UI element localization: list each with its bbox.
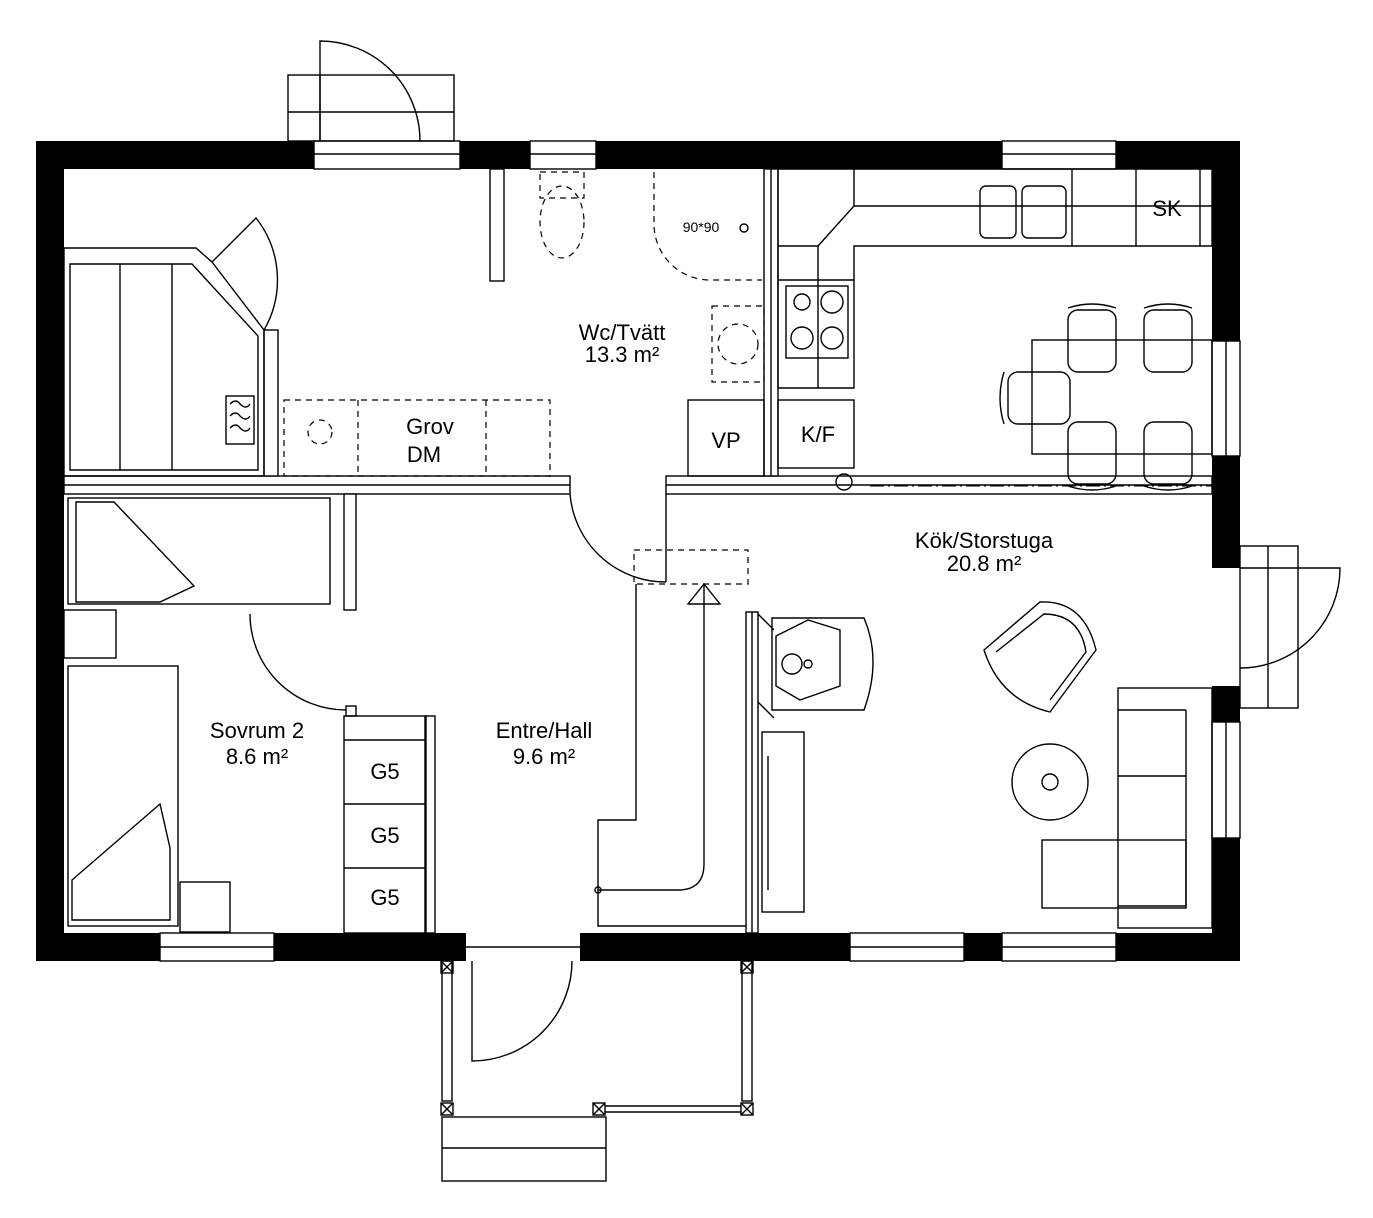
bedroom-furniture: [63, 497, 357, 933]
kitchen-room-area: 20.8 m²: [947, 551, 1022, 576]
bed-icon: [67, 497, 331, 605]
front-porch: [440, 946, 754, 1182]
shower-icon: [653, 172, 762, 281]
vp-unit: [687, 399, 765, 477]
kf-unit: [777, 399, 855, 469]
hall-room-name: Entre/Hall: [496, 718, 593, 743]
wc-fixtures: [539, 171, 765, 383]
kitchen-room-name: Kök/Storstuga: [915, 528, 1054, 553]
interior-walls: [63, 168, 1213, 934]
wardrobe-label: G5: [370, 823, 399, 848]
sk-label: SK: [1152, 196, 1182, 221]
sink-icon: [979, 185, 1017, 239]
shower-size-label: 90*90: [683, 219, 720, 235]
grov-label: Grov: [406, 414, 454, 439]
stove-icon: [785, 285, 849, 359]
hall-room-area: 9.6 m²: [513, 744, 575, 769]
wardrobe-label: G5: [370, 759, 399, 784]
armchair-icon: [983, 601, 1097, 713]
bed-icon: [67, 665, 179, 927]
wardrobes: [343, 715, 427, 934]
exterior-walls: [36, 141, 1240, 961]
grov-dm-area: [283, 399, 551, 477]
vp-label: VP: [711, 428, 740, 453]
living-furniture: [983, 601, 1213, 929]
kf-label: K/F: [801, 422, 835, 447]
sauna-door: [211, 216, 279, 331]
hall: [569, 493, 749, 927]
chair-icon: [1067, 309, 1117, 373]
sauna-heater-icon: [225, 395, 255, 445]
wardrobe-label: G5: [370, 885, 399, 910]
wc-room-name: Wc/Tvätt: [579, 320, 666, 345]
bedroom-room-area: 8.6 m²: [226, 744, 288, 769]
kitchen-counter: [777, 168, 1213, 389]
sofa-icon: [1117, 687, 1213, 929]
sauna: [63, 216, 279, 477]
toilet-icon: [539, 185, 585, 259]
coffee-table-icon: [1011, 743, 1089, 821]
bedroom-door: [249, 613, 347, 711]
dining-table: [999, 303, 1213, 491]
hall-door: [569, 493, 667, 583]
top-entry-door: [287, 40, 455, 142]
windows: [159, 140, 1241, 962]
bedroom-room-name: Sovrum 2: [210, 718, 304, 743]
right-entry-door: [1239, 545, 1341, 709]
wc-room-area: 13.3 m²: [585, 342, 660, 367]
fireplace: [757, 613, 874, 913]
dm-label: DM: [407, 442, 441, 467]
washer-icon: [711, 305, 765, 383]
